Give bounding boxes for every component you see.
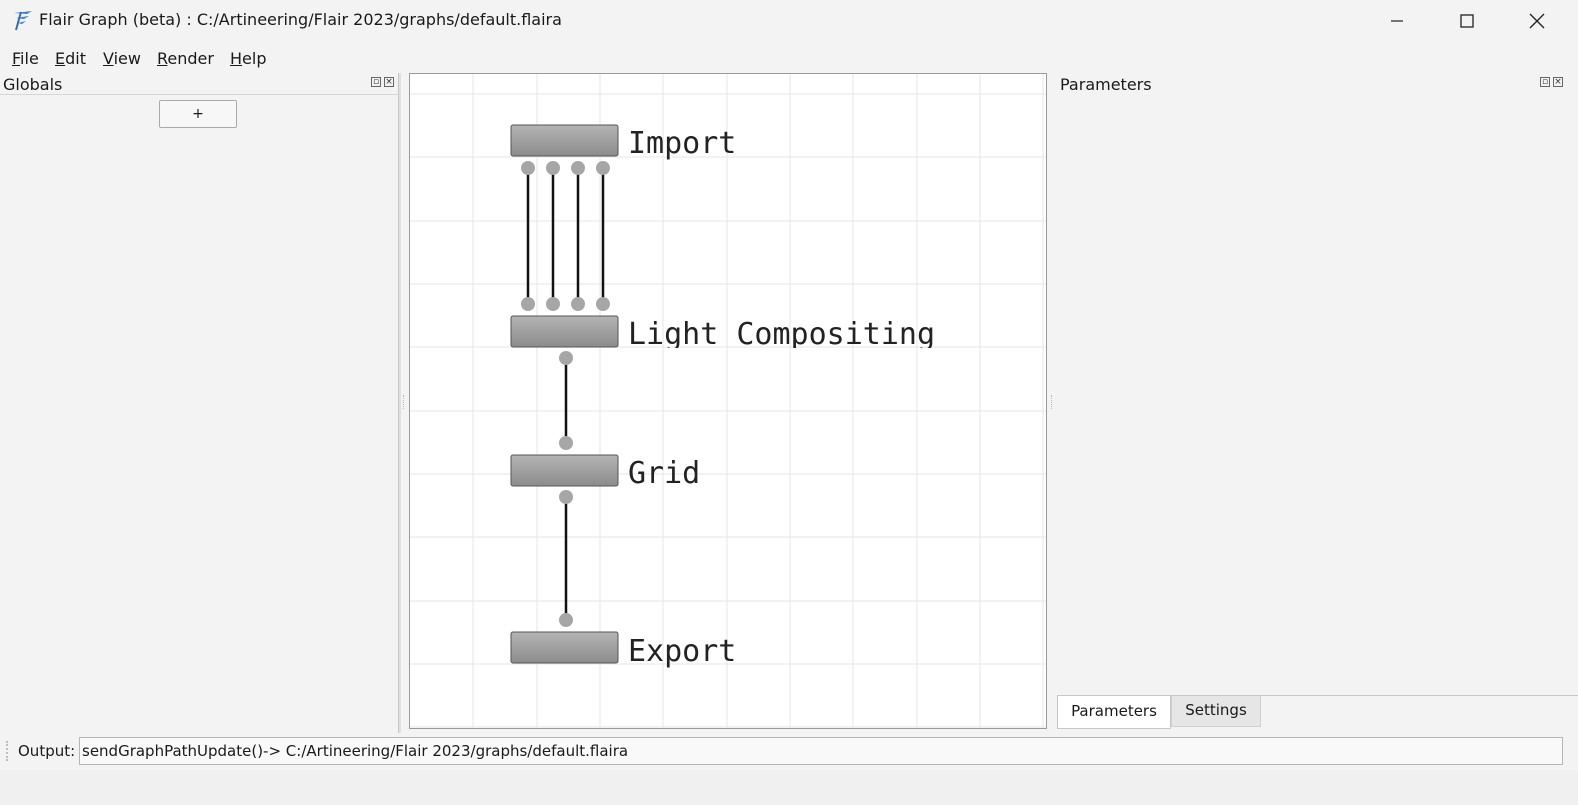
graph-svg: Import Light Compositing Grid Export <box>410 74 1046 728</box>
menu-render[interactable]: Render <box>157 49 214 68</box>
minimize-button[interactable] <box>1362 0 1432 42</box>
menu-edit[interactable]: Edit <box>55 49 86 68</box>
title-bar: Flair Graph (beta) : C:/Artineering/Flai… <box>0 0 1578 42</box>
node-light-compositing-box[interactable] <box>510 315 619 348</box>
window-title: Flair Graph (beta) : C:/Artineering/Flai… <box>39 10 562 29</box>
output-grip-handle[interactable] <box>6 741 11 761</box>
node-light-compositing-label: Light Compositing <box>628 317 935 352</box>
menu-file[interactable]: File <box>12 49 39 68</box>
menu-view[interactable]: View <box>103 49 141 68</box>
node-grid-input-port[interactable] <box>559 436 573 450</box>
parameters-panel: Parameters ▫ × <box>1057 73 1578 733</box>
close-panel-icon[interactable]: × <box>384 77 394 87</box>
node-grid-label: Grid <box>628 456 700 491</box>
minimize-icon <box>1391 20 1403 22</box>
graph-canvas[interactable]: Import Light Compositing Grid Export <box>409 73 1047 729</box>
node-import-label: Import <box>628 126 736 161</box>
maximize-icon <box>1460 14 1474 28</box>
output-field[interactable]: sendGraphPathUpdate()-> C:/Artineering/F… <box>79 737 1563 765</box>
output-bar: Output: sendGraphPathUpdate()-> C:/Artin… <box>0 733 1578 769</box>
float-panel-icon[interactable]: ▫ <box>371 77 381 87</box>
add-global-button[interactable]: + <box>159 100 237 128</box>
canvas-grid <box>410 74 1046 728</box>
globals-panel-title: Globals <box>3 75 63 94</box>
node-import-output-ports[interactable] <box>521 161 610 175</box>
node-export-label: Export <box>628 634 736 669</box>
output-label: Output: <box>18 742 76 760</box>
maximize-button[interactable] <box>1432 0 1502 42</box>
menu-bar: File Edit View Render Help <box>0 44 1578 72</box>
node-export-input-port[interactable] <box>559 613 573 627</box>
close-button[interactable] <box>1502 0 1572 42</box>
node-light-output-port[interactable] <box>559 351 573 365</box>
node-light-input-ports[interactable] <box>521 297 610 311</box>
float-panel-icon[interactable]: ▫ <box>1540 77 1550 87</box>
menu-help[interactable]: Help <box>230 49 267 68</box>
flair-logo-icon <box>14 11 32 31</box>
tab-parameters[interactable]: Parameters <box>1057 696 1171 729</box>
left-splitter-handle[interactable] <box>403 395 406 409</box>
globals-panel-header: Globals ▫ × <box>0 73 398 95</box>
parameters-tab-bar: Parameters Settings <box>1057 695 1578 730</box>
globals-panel-border <box>398 73 401 733</box>
close-panel-icon[interactable]: × <box>1553 77 1563 87</box>
tab-settings[interactable]: Settings <box>1171 696 1261 727</box>
node-export-box[interactable] <box>510 631 619 664</box>
node-grid-box[interactable] <box>510 454 619 487</box>
status-bar <box>0 770 1578 805</box>
right-splitter-handle[interactable] <box>1051 395 1054 409</box>
globals-panel: Globals ▫ × + <box>0 73 400 733</box>
close-icon <box>1529 13 1545 29</box>
node-import-box[interactable] <box>510 124 619 157</box>
parameters-panel-title: Parameters <box>1060 75 1152 94</box>
edges-import-to-light[interactable] <box>526 168 605 304</box>
node-grid-output-port[interactable] <box>559 490 573 504</box>
